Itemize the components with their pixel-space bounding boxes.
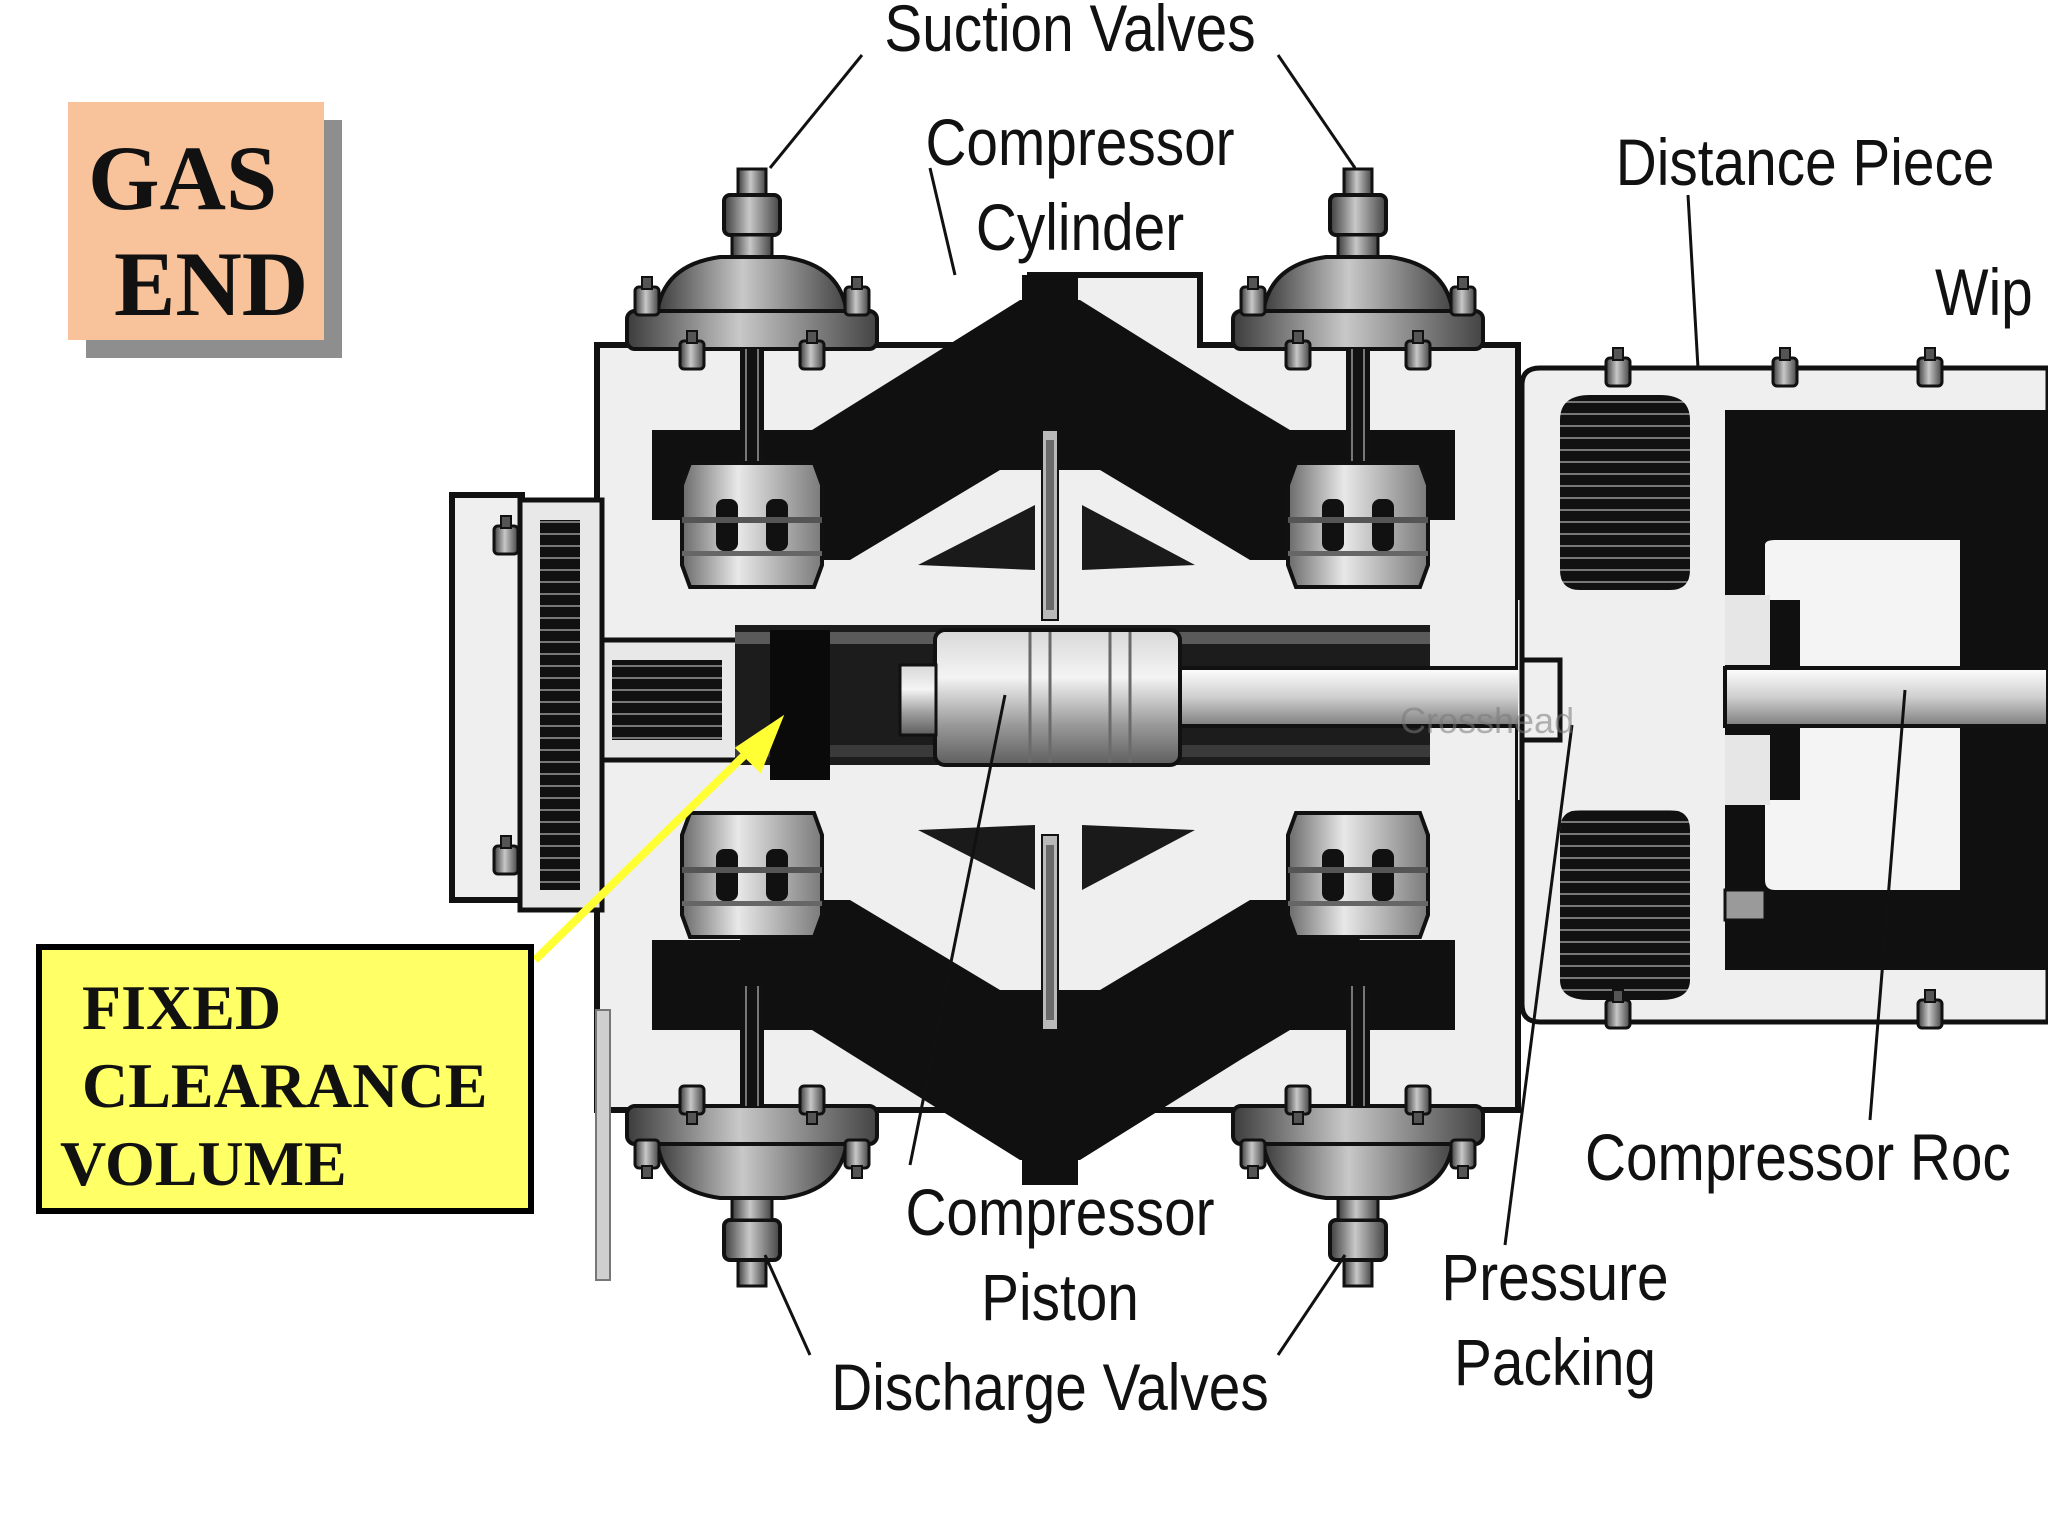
compressor-piston bbox=[898, 628, 1182, 767]
gas-end-line1: GAS bbox=[88, 127, 278, 229]
fixed-clearance-line3: VOLUME bbox=[60, 1128, 347, 1199]
compressor-piston-label-line2: Piston bbox=[981, 1260, 1139, 1334]
compressor-cylinder-label-line2: Cylinder bbox=[975, 190, 1185, 264]
leader-lines bbox=[763, 54, 1907, 1356]
pressure-packing-label-line2: Packing bbox=[1454, 1325, 1656, 1399]
discharge-valve-right-insert bbox=[1286, 811, 1430, 939]
support-stand bbox=[595, 1009, 611, 1281]
suction-valves-label: Suction Valves bbox=[884, 0, 1256, 65]
gas-end-line2: END bbox=[114, 233, 309, 335]
clearance-arrow bbox=[532, 714, 785, 963]
lower-gas-passage bbox=[652, 825, 1455, 1185]
upper-gas-passage bbox=[652, 275, 1455, 621]
compressor-rod-label: Compressor Roc bbox=[1585, 1120, 2011, 1194]
gas-end-box: GAS END bbox=[68, 102, 324, 340]
distance-piece bbox=[1519, 346, 2048, 1030]
fixed-clearance-volume-box: FIXED CLEARANCE VOLUME bbox=[36, 944, 534, 1214]
wiper-label: Wip bbox=[1935, 255, 2033, 329]
discharge-valves-label: Discharge Valves bbox=[831, 1350, 1269, 1424]
fixed-clearance-line2: CLEARANCE bbox=[82, 1050, 488, 1121]
pressure-packing-label-line1: Pressure bbox=[1441, 1240, 1669, 1314]
compressor-cylinder-label-line1: Compressor bbox=[925, 105, 1235, 179]
distance-piece-label: Distance Piece bbox=[1615, 125, 1995, 199]
cylinder-head-cover bbox=[492, 497, 745, 913]
compressor-piston-label-line1: Compressor bbox=[905, 1175, 1215, 1249]
fixed-clearance-line1: FIXED bbox=[82, 972, 282, 1043]
crosshead-label: Crosshead bbox=[1400, 700, 1575, 741]
discharge-valve-left-insert bbox=[680, 811, 824, 939]
